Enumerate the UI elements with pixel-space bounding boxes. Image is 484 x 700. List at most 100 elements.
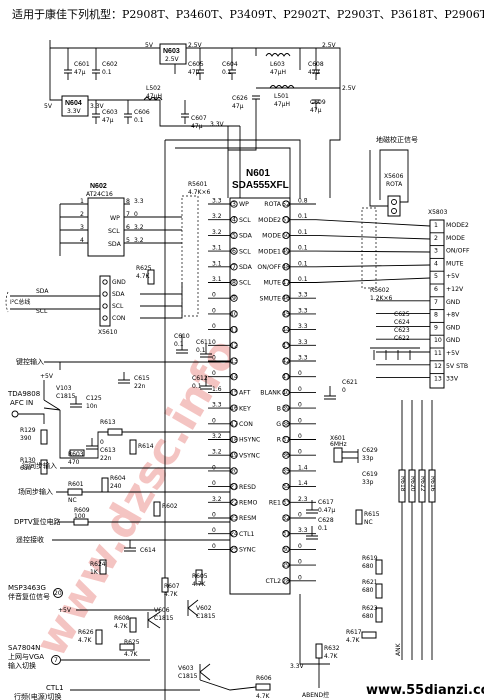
cap-c606: C606 0.1 — [124, 109, 150, 124]
svg-text:0: 0 — [212, 512, 216, 519]
svg-text:NC: NC — [364, 519, 373, 526]
inductor-l501: L501 47μH — [256, 85, 340, 108]
svg-text:SDA: SDA — [112, 291, 125, 298]
svg-text:V606: V606 — [154, 607, 170, 614]
svg-text:R608: R608 — [114, 615, 130, 622]
footer-watermark: www.55dianzi.com — [366, 683, 484, 698]
svg-text:SDA: SDA — [108, 241, 122, 248]
svg-text:SYNC: SYNC — [239, 547, 256, 554]
svg-text:15: 15 — [230, 389, 238, 396]
rpack-r5601 — [181, 195, 199, 317]
svg-text:38: 38 — [282, 421, 290, 428]
svg-text:0.1: 0.1 — [318, 525, 328, 532]
svg-text:22n: 22n — [134, 383, 146, 390]
svg-text:4.7K: 4.7K — [124, 651, 139, 658]
svg-text:7: 7 — [232, 264, 236, 271]
svg-text:SCL: SCL — [112, 303, 124, 310]
svg-text:C623: C623 — [394, 327, 410, 334]
svg-text:9: 9 — [434, 324, 438, 331]
x5803-pin: 8+8V — [376, 309, 460, 319]
svg-text:47μ: 47μ — [308, 69, 320, 76]
svg-text:24: 24 — [230, 531, 238, 538]
n603-in: 5V — [145, 42, 154, 49]
vertical-resistor: R616 — [428, 400, 436, 660]
svg-text:30: 30 — [282, 546, 290, 553]
cap-c601: C601 47μ — [64, 61, 90, 80]
rota-note: 地磁校正信号 — [376, 135, 418, 144]
svg-text:6MHz: 6MHz — [330, 441, 347, 448]
svg-text:C605: C605 — [188, 61, 204, 68]
svg-text:0.1: 0.1 — [298, 245, 308, 252]
svg-text:MUTE: MUTE — [263, 280, 281, 287]
svg-text:4.7K: 4.7K — [136, 273, 151, 280]
svg-text:CTL2: CTL2 — [266, 578, 282, 585]
x5803-ref: X5803 — [428, 209, 448, 216]
svg-text:0: 0 — [298, 543, 302, 550]
svg-text:0.1: 0.1 — [298, 276, 308, 283]
svg-text:11: 11 — [434, 350, 442, 357]
svg-text:3.2: 3.2 — [212, 433, 222, 440]
svg-text:+5V: +5V — [446, 350, 460, 357]
svg-text:0.1: 0.1 — [298, 213, 308, 220]
tuner-label: 上网与VGA — [8, 652, 44, 661]
svg-text:47μH: 47μH — [270, 69, 286, 76]
svg-text:R616: R616 — [429, 476, 436, 492]
svg-text:C626: C626 — [232, 95, 248, 102]
ic-left-pin: 140 — [208, 370, 238, 381]
ic-left-pin: 130 — [208, 355, 238, 365]
n604-out: 3.3V — [90, 103, 105, 110]
svg-text:R624: R624 — [90, 561, 106, 568]
aft-input-label: AFC IN — [10, 399, 33, 407]
svg-text:C629: C629 — [362, 447, 378, 454]
ic-left-pin: 10 0 — [208, 307, 238, 318]
svg-text:C622: C622 — [394, 335, 410, 342]
svg-text:10: 10 — [230, 311, 238, 318]
svg-text:R130: R130 — [20, 457, 36, 464]
svg-text:1.6: 1.6 — [212, 386, 222, 393]
svg-text:R626: R626 — [78, 629, 94, 636]
svg-text:GND: GND — [112, 279, 126, 286]
rpack-rs602 — [361, 207, 377, 289]
svg-text:3.2: 3.2 — [134, 237, 144, 244]
svg-text:4.7K: 4.7K — [164, 591, 179, 598]
svg-text:3: 3 — [434, 248, 438, 255]
svg-text:8: 8 — [434, 312, 438, 319]
svg-text:C125: C125 — [86, 395, 102, 402]
ank-label: ANK — [395, 642, 402, 656]
svg-text:R619: R619 — [362, 555, 378, 562]
svg-text:6: 6 — [126, 224, 130, 231]
msp-label: MSP3463G — [8, 584, 46, 592]
svg-text:22n: 22n — [100, 455, 112, 462]
svg-text:0: 0 — [212, 307, 216, 314]
svg-text:C615: C615 — [134, 375, 150, 382]
svg-text:C619: C619 — [362, 471, 378, 478]
svg-text:41: 41 — [282, 374, 290, 381]
svg-text:R609: R609 — [74, 507, 90, 514]
svg-text:37: 37 — [282, 437, 290, 444]
svg-text:R617: R617 — [346, 629, 362, 636]
svg-text:7: 7 — [54, 657, 58, 664]
svg-text:0.47μ: 0.47μ — [318, 507, 335, 514]
svg-text:R605: R605 — [192, 573, 208, 580]
svg-text:0: 0 — [212, 527, 216, 534]
x5606-ref: X5606 — [384, 173, 404, 180]
svg-text:28: 28 — [282, 578, 290, 585]
svg-text:C611: C611 — [196, 339, 212, 346]
svg-text:WP: WP — [110, 215, 120, 222]
svg-text:BLANK: BLANK — [260, 390, 282, 397]
svg-text:RESD: RESD — [239, 484, 256, 491]
svg-text:GND: GND — [446, 337, 460, 344]
svg-text:+5V: +5V — [58, 607, 72, 614]
